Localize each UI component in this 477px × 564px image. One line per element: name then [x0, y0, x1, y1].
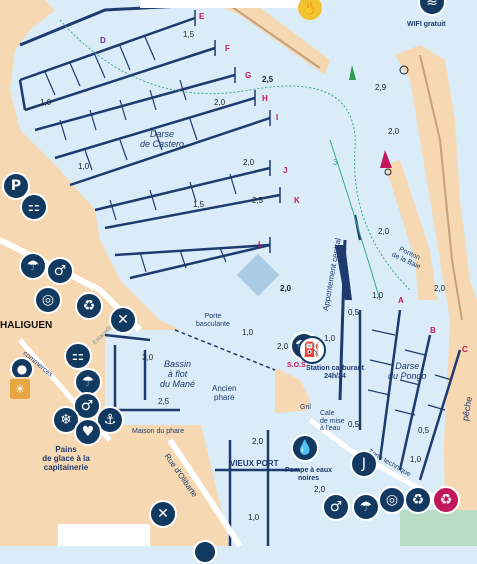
depth-value: 2,9 [375, 83, 387, 92]
toilets-icon: ♂ [46, 257, 74, 285]
restaurant-icon: ✕ [109, 306, 137, 334]
depth-value: 2,0 [214, 98, 226, 107]
pontoon-letter: G [245, 71, 252, 80]
depth-value: 1,0 [248, 513, 260, 522]
depth-value: 0,5 [348, 420, 360, 429]
shower-icon: ☂ [74, 368, 102, 396]
cale-mise-eau-label: Cale de mise à l'eau [320, 410, 345, 433]
fuel-icon: ⛽ [298, 336, 326, 364]
depth-value: 2,0 [434, 284, 446, 293]
no-anchor-icon [193, 540, 217, 564]
recycle-icon: ♻ [432, 486, 460, 514]
station-carburant-label: Station carburant 24h/24 [306, 365, 364, 381]
pompe-eaux-noires-label: Pompe à eaux noires [285, 467, 333, 483]
depth-value: 1,5 [193, 200, 205, 209]
depth-value: 0,5 [418, 426, 430, 435]
wifi-label: WIFI gratuit [407, 21, 446, 28]
darse-pongo-label: Darse du Pongo [388, 361, 427, 381]
cart-icon: ⚏ [64, 342, 92, 370]
pontoon-letter: F [225, 44, 230, 53]
footer-card [58, 524, 150, 546]
lion-mascot-icon: ☀ [8, 377, 32, 401]
porte-basculante-label: Porte basculante [196, 313, 230, 328]
breakwater-east [395, 45, 477, 546]
cart-icon: ⚏ [20, 193, 48, 221]
depth-value: 1,0 [78, 162, 90, 171]
bassin-mane-label: Bassin à flot du Mané [160, 359, 196, 389]
pontoon-letter: C [462, 345, 468, 354]
hand-icon: ✋ [298, 0, 322, 20]
restaurant-icon: ✕ [149, 500, 177, 528]
laundry-icon: ◎ [378, 486, 406, 514]
depth-value: 1,5 [183, 30, 195, 39]
sos-label: S.O.S [287, 362, 306, 369]
pontoon-letter: J [283, 166, 288, 175]
breakwater-east-inner [385, 160, 440, 320]
recycle-icon: ♻ [404, 486, 432, 514]
shower-icon: ☂ [19, 252, 47, 280]
anchor-icon: ⚓ [96, 406, 124, 434]
depth-value: 2,5 [158, 397, 170, 406]
depth-value: 3,0 [142, 353, 154, 362]
depth-value: 1,0 [410, 455, 422, 464]
pontoon-letter: B [430, 326, 436, 335]
grill-label: Gril [300, 404, 311, 411]
vieux-port-label: VIEUX PORT [230, 459, 279, 468]
breakwater-top [205, 0, 330, 75]
maison-phare-label: Maison du phare [132, 428, 185, 435]
pontoon-letter: D [100, 36, 106, 45]
pontoon-letter: L [258, 240, 263, 249]
toilets-icon: ♂ [322, 493, 350, 521]
darse-castero-label: Darse de Castero [140, 129, 185, 149]
depth-value: 0,5 [348, 308, 360, 317]
pontoon-letter: A [398, 296, 404, 305]
ancien-phare-label: Ancien phare [212, 384, 237, 402]
pontoon-letter: K [294, 196, 300, 205]
hook-icon: J [350, 450, 378, 478]
depth-value: 2,0 [252, 437, 264, 446]
medical-icon: ♥ [74, 418, 102, 446]
water-drop-icon: 💧 [291, 434, 319, 462]
depth-value: 2,0 [314, 485, 326, 494]
depth-value: 2,0 [388, 127, 400, 136]
depth-value: 1,0 [242, 328, 254, 337]
depth-value: 1,0 [324, 334, 336, 343]
depth-value: 1,0 [40, 98, 52, 107]
pontoon-letter: I [276, 113, 279, 122]
recycle-icon: ♻ [75, 292, 103, 320]
pontoon-letter: E [199, 12, 205, 21]
parking-icon: P [2, 172, 30, 200]
shower-icon: ☂ [352, 493, 380, 521]
depth-value: 1,0 [372, 291, 384, 300]
laundry-icon: ◎ [34, 286, 62, 314]
pontoon-letter: H [262, 94, 268, 103]
place-haliguen: HALIGUEN [0, 320, 53, 331]
depth-value: 2,0 [243, 158, 255, 167]
depth-value: 3 [333, 158, 338, 167]
depth-value: 2,5 [252, 196, 264, 205]
depth-value: 2,0 [280, 284, 292, 293]
header-card [140, 0, 300, 8]
depth-value: 2,0 [378, 227, 390, 236]
depth-value: 2,0 [277, 342, 289, 351]
depth-value: 2,5 [262, 75, 274, 84]
pains-glace-label: Pains de glace à la capitainerie [42, 445, 90, 472]
